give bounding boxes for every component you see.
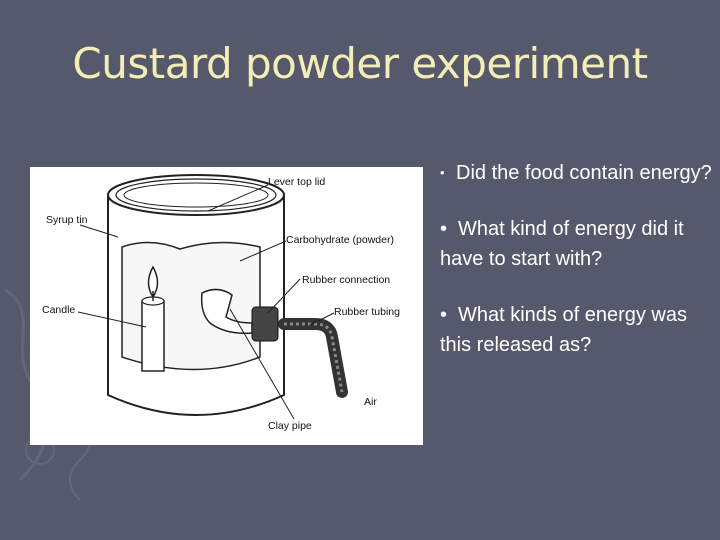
tin-lid-ring (123, 182, 269, 208)
label-rubber-connection: Rubber connection (302, 274, 390, 286)
bullet-text: Did the food contain energy? (456, 162, 712, 184)
label-syrup-tin: Syrup tin (46, 214, 88, 226)
label-rubber-tubing: Rubber tubing (334, 306, 400, 318)
bullet-text: What kind of energy did it have to start… (440, 218, 684, 270)
candle (141, 300, 165, 372)
bullet-item: • Did the food contain energy? (440, 158, 720, 188)
slide-title: Custard powder experiment (72, 39, 648, 88)
label-carbohydrate: Carbohydrate (powder) (286, 234, 394, 246)
bullet-marker: • (440, 304, 448, 326)
label-lever-top-lid: Lever top lid (268, 176, 325, 188)
bullet-marker: • (440, 218, 448, 240)
leader-lines (77, 184, 335, 420)
label-candle: Candle (42, 304, 75, 316)
label-clay-pipe: Clay pipe (268, 420, 312, 432)
apparatus-diagram: Lever top lid Syrup tin Carbohydrate (po… (30, 167, 423, 445)
bullet-marker: • (440, 165, 445, 180)
tin-lid (107, 174, 285, 216)
bullet-item: •What kinds of energy was this released … (440, 300, 720, 360)
rubber-connection (251, 306, 279, 342)
tin-body (107, 195, 285, 416)
apparatus-drawing: Lever top lid Syrup tin Carbohydrate (po… (42, 174, 400, 432)
rubber-tubing (278, 318, 348, 398)
bullet-text: What kinds of energy was this released a… (440, 304, 687, 356)
tubing-texture (284, 322, 344, 393)
tin-lid-ring (115, 178, 277, 212)
bullet-item: •What kind of energy did it have to star… (440, 214, 720, 274)
bullet-list: •Did the food contain energy? •What kind… (440, 158, 720, 386)
label-air: Air (364, 396, 377, 408)
